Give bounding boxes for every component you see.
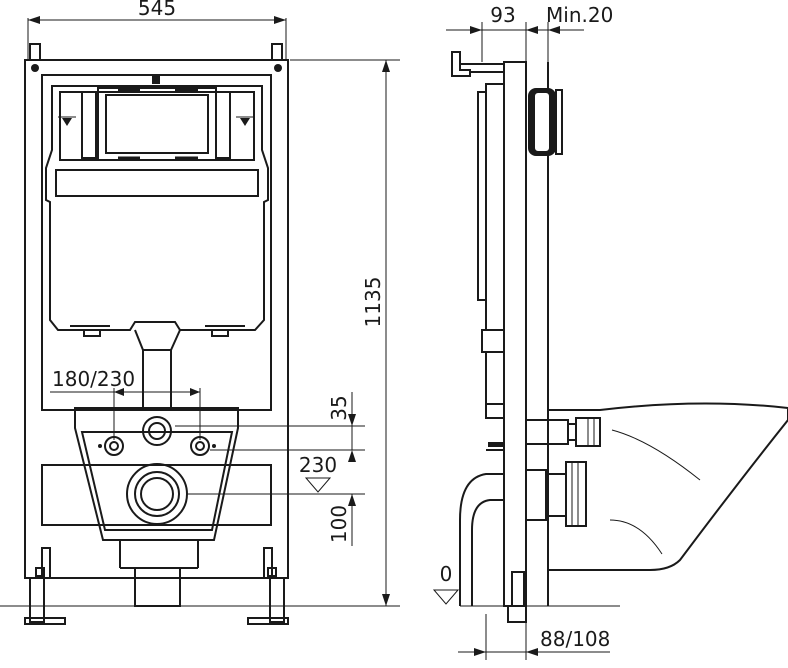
- side-view: 93 Min.20: [432, 3, 788, 660]
- front-frame: [24, 59, 289, 579]
- depth-label: 93: [490, 3, 515, 27]
- hole-spacing-dimension: 180/230: [50, 367, 201, 440]
- width-label: 545: [138, 0, 176, 20]
- cistern: [45, 76, 269, 337]
- side-frame: [503, 61, 527, 607]
- outlet-height-label: 100: [327, 505, 351, 543]
- toilet-bowl: [548, 402, 788, 571]
- foot-depth-dimension: 88/108: [458, 614, 610, 660]
- outlet-connector-side: [565, 461, 587, 527]
- foot-depth-label: 88/108: [540, 627, 610, 651]
- floor-level-label: 0: [440, 562, 453, 586]
- side-cistern: [485, 83, 505, 331]
- height-label: 1135: [361, 277, 385, 328]
- width-dimension: 545: [27, 0, 287, 60]
- height-dimensions: 1135 35 230 100: [175, 59, 400, 606]
- right-foot: [269, 577, 285, 623]
- waste-pipe: [459, 473, 504, 606]
- offset-35-label: 35: [327, 395, 351, 420]
- flush-plate-opening: [97, 87, 217, 161]
- depth-dimensions: 93 Min.20: [446, 3, 613, 62]
- mounting-plate: [74, 407, 239, 541]
- min-clearance-label: Min.20: [546, 3, 613, 27]
- front-view: 545: [0, 0, 400, 625]
- left-foot: [29, 577, 45, 623]
- flush-height-label: 230: [299, 453, 337, 477]
- flush-inlet: [142, 416, 172, 446]
- hole-spacing-label: 180/230: [52, 367, 135, 391]
